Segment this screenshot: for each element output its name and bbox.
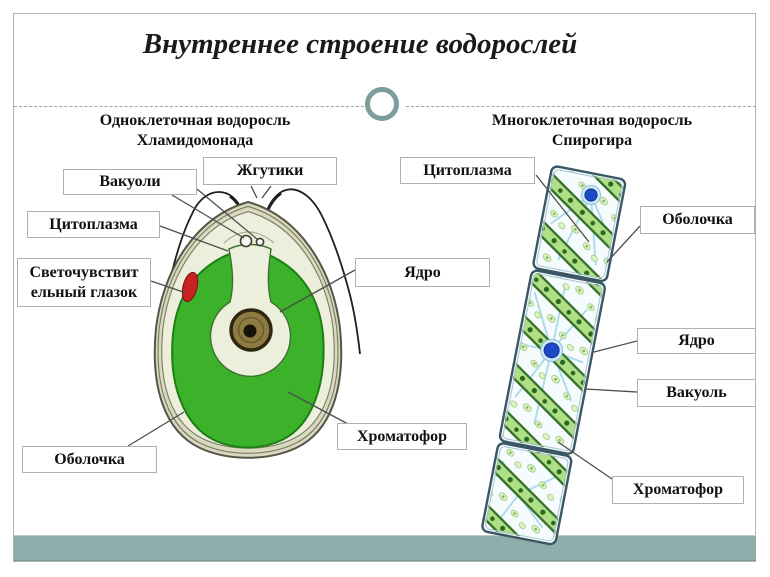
label-flagella: Жгутики — [203, 157, 337, 185]
label-nucleus-left-text: Ядро — [404, 263, 441, 281]
label-chromatophore-left-text: Хроматофор — [356, 427, 448, 445]
label-cytoplasm-right: Цитоплазма — [400, 157, 535, 184]
vacuole-shape-2 — [255, 237, 265, 247]
label-cytoplasm-right-text: Цитоплазма — [423, 161, 512, 179]
spirogyra-nucleus-top — [580, 184, 601, 205]
eyespot-shape — [181, 271, 199, 303]
label-chromatophore-right: Хроматофор — [612, 476, 744, 504]
slide-border — [13, 13, 756, 562]
label-cytoplasm-left: Цитоплазма — [27, 211, 160, 238]
spirogyra-cell-walls — [481, 165, 627, 546]
label-vacuoles: Вакуоли — [63, 169, 197, 195]
spirogyra-diagram — [481, 165, 627, 546]
label-eyespot-line2: ельный глазок — [30, 283, 138, 301]
spirogyra-nucleus-middle — [540, 338, 564, 362]
left-section-heading: Одноклеточная водоросль Хламидомонада — [60, 111, 330, 151]
divider-line-right — [406, 106, 756, 107]
label-chromatophore-right-text: Хроматофор — [632, 481, 724, 498]
label-eyespot-line1: Светочувствит — [29, 263, 139, 281]
label-membrane-right: Оболочка — [640, 206, 755, 234]
leader-lines — [127, 174, 641, 480]
right-heading-line2: Спирогира — [551, 132, 633, 149]
label-eyespot: Светочувствит ельный глазок — [17, 258, 151, 307]
label-membrane-left: Оболочка — [22, 446, 157, 473]
left-heading-line2: Хламидомонада — [136, 132, 254, 149]
accent-bar — [14, 535, 756, 561]
label-membrane-right-text: Оболочка — [662, 211, 733, 228]
right-section-heading: Многоклеточная водоросль Спирогира — [457, 111, 727, 151]
divider-line-left — [14, 106, 364, 107]
label-membrane-left-text: Оболочка — [54, 450, 125, 468]
right-heading-line1: Многоклеточная водоросль — [491, 112, 693, 129]
label-vacuole-right: Вакуоль — [637, 379, 756, 407]
chlamydomonas-diagram — [153, 188, 361, 459]
label-nucleus-right-text: Ядро — [678, 332, 715, 349]
left-heading-line1: Одноклеточная водоросль — [99, 112, 291, 129]
label-nucleus-right: Ядро — [637, 328, 756, 354]
label-vacuoles-text: Вакуоли — [99, 173, 161, 190]
divider-ring — [365, 87, 399, 121]
nucleolus-shape — [243, 324, 257, 338]
label-cytoplasm-left-text: Цитоплазма — [49, 215, 138, 233]
label-flagella-text: Жгутики — [236, 162, 304, 179]
label-vacuole-right-text: Вакуоль — [666, 384, 727, 401]
label-nucleus-left: Ядро — [355, 258, 490, 287]
page-title: Внутреннее строение водорослей — [142, 28, 578, 60]
spiral-chromatophore-pattern — [484, 168, 623, 542]
label-chromatophore-left: Хроматофор — [337, 423, 467, 450]
